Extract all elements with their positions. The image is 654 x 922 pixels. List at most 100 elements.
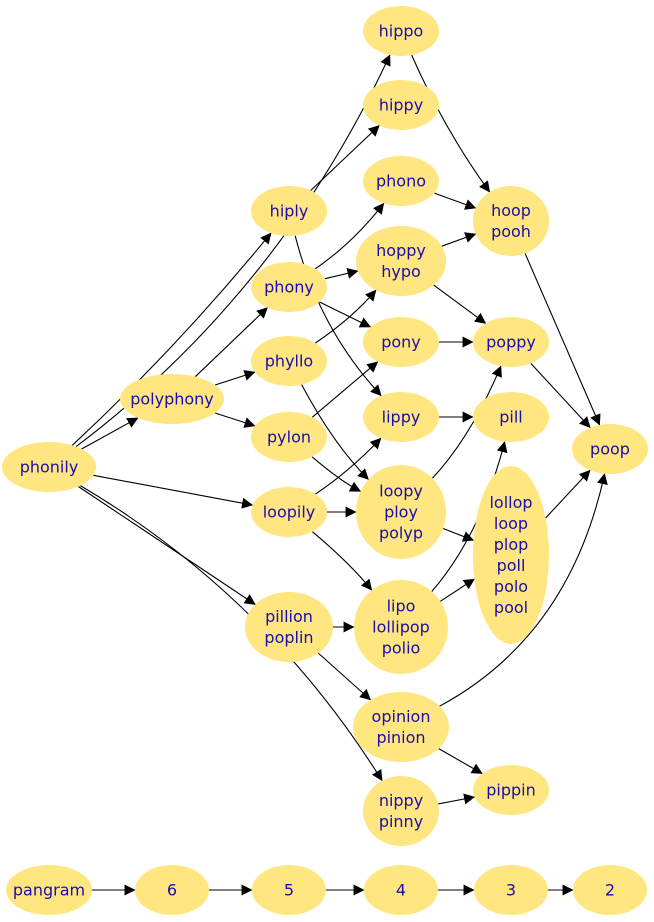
edge-pillion-poplin-to-opinion-pinion [317, 652, 372, 701]
node-label-hippy: hippy [379, 96, 423, 115]
node-label-hoop: hoop [491, 201, 531, 220]
node-ellipse-pillion-poplin [245, 592, 333, 662]
node-ellipse-phonily [2, 442, 96, 492]
node-ellipse-opinion-pinion [353, 692, 449, 762]
node-label-hoppy: hoppy [376, 241, 426, 260]
edge-phonily-to-polyphony [81, 417, 139, 450]
node-label-ploy: ploy [384, 503, 418, 522]
edge-phony-to-hoppy-hypo [324, 268, 359, 280]
edge-polyphony-to-phony [194, 307, 268, 378]
edge-opinion-pinion-to-pippin [438, 748, 483, 775]
node-ellipse-phyllo [251, 336, 327, 386]
edge-lollop-group-to-poop [545, 469, 591, 519]
node-label-loop: loop [494, 514, 528, 533]
node-ellipse-poop [572, 424, 648, 474]
edge-polyphony-to-pylon [214, 412, 256, 428]
node-label-hiply: hiply [270, 202, 309, 221]
node-ellipse-loopily [251, 487, 327, 537]
node-six: 6 [135, 865, 209, 915]
node-ellipse-five [252, 865, 326, 915]
node-hiply: hiply [251, 186, 327, 236]
node-polyphony: polyphony [120, 374, 224, 424]
edge-phono-to-hoop-pooh [434, 192, 477, 210]
edge-nippy-pinny-to-pippin [438, 793, 476, 805]
edge-phyllo-to-loopy-ploy-polyp [301, 384, 369, 480]
node-label-pool: pool [494, 598, 528, 617]
edge-loopily-to-lipo-lollipop-polio [312, 531, 373, 591]
node-label-phyllo: phyllo [265, 352, 313, 371]
node-ellipse-hippy [363, 80, 439, 130]
node-ellipse-poppy [473, 317, 549, 367]
node-lipo-lollipop-polio: lipo lollipop polio [354, 580, 448, 674]
node-ellipse-phony [251, 262, 327, 312]
edge-polyphony-to-phyllo [214, 370, 256, 386]
edge-loopy-ploy-polyp-to-lollop-group [442, 527, 475, 542]
edge-hiply-to-lippy [294, 235, 382, 397]
node-label-poplin: poplin [264, 628, 313, 647]
node-label-pinion: pinion [376, 728, 425, 747]
edge-poppy-to-poop [530, 363, 591, 429]
node-ellipse-three [474, 865, 548, 915]
node-label-lollipop: lollipop [372, 618, 430, 637]
node-label-6: 6 [167, 881, 177, 900]
node-pangram: pangram [6, 865, 92, 915]
node-four: 4 [364, 865, 438, 915]
node-label-loopy: loopy [379, 482, 423, 501]
node-hoppy-hypo: hoppy hypo [356, 226, 446, 296]
edge-phyllo-to-hoppy-hypo [315, 289, 377, 344]
node-ellipse-six [135, 865, 209, 915]
node-label-poop: poop [590, 440, 630, 459]
node-hippy: hippy [363, 80, 439, 130]
node-label-pylon: pylon [267, 428, 311, 447]
node-label-4: 4 [396, 881, 406, 900]
node-phonily: phonily [2, 442, 96, 492]
edge-lipo-lollipop-polio-to-lollop-group [439, 578, 475, 602]
node-label-loopily: loopily [263, 503, 316, 522]
node-label-5: 5 [284, 881, 294, 900]
node-ellipse-four [364, 865, 438, 915]
node-label-3: 3 [506, 881, 516, 900]
node-three: 3 [474, 865, 548, 915]
node-label-2: 2 [605, 881, 615, 900]
edge-pylon-to-loopy-ploy-polyp [311, 456, 362, 492]
node-label-hippo: hippo [379, 22, 424, 41]
node-label-plop: plop [494, 535, 529, 554]
node-label-phony: phony [264, 278, 314, 297]
node-label-lippy: lippy [382, 408, 421, 427]
node-poop: poop [572, 424, 648, 474]
node-two: 2 [573, 865, 647, 915]
node-label-hypo: hypo [381, 262, 421, 281]
node-ellipse-lipo-lollipop-polio [354, 580, 448, 674]
node-phono: phono [363, 156, 439, 206]
node-ellipse-pippin [473, 765, 549, 815]
node-ellipse-hoop-pooh [473, 186, 549, 256]
node-ellipse-pony [363, 317, 439, 367]
node-ellipse-lippy [363, 392, 439, 442]
edge-phonily-to-hiply [71, 232, 272, 446]
node-ellipse-pangram [6, 865, 92, 915]
node-ellipse-pill [473, 392, 549, 442]
node-label-opinion: opinion [372, 707, 431, 726]
edge-hoppy-hypo-to-hoop-pooh [441, 232, 477, 247]
edge-loopy-ploy-polyp-to-poppy [431, 365, 502, 479]
node-label-pony: pony [381, 333, 421, 352]
node-label-lipo: lipo [387, 597, 416, 616]
node-ellipse-hiply [251, 186, 327, 236]
edge-hippo-to-hoop-pooh [411, 54, 491, 193]
edge-hoppy-hypo-to-poppy [433, 284, 487, 324]
node-label-nippy: nippy [379, 791, 423, 810]
edge-phonily-to-loopily [93, 474, 254, 509]
node-loopily: loopily [251, 487, 327, 537]
node-label-pippin: pippin [486, 781, 536, 800]
node-ellipse-pylon [251, 412, 327, 462]
node-label-poppy: poppy [486, 333, 536, 352]
node-ellipse-lollop-group [473, 466, 549, 644]
node-label-phonily: phonily [20, 458, 79, 477]
node-label-polio: polio [382, 639, 421, 658]
